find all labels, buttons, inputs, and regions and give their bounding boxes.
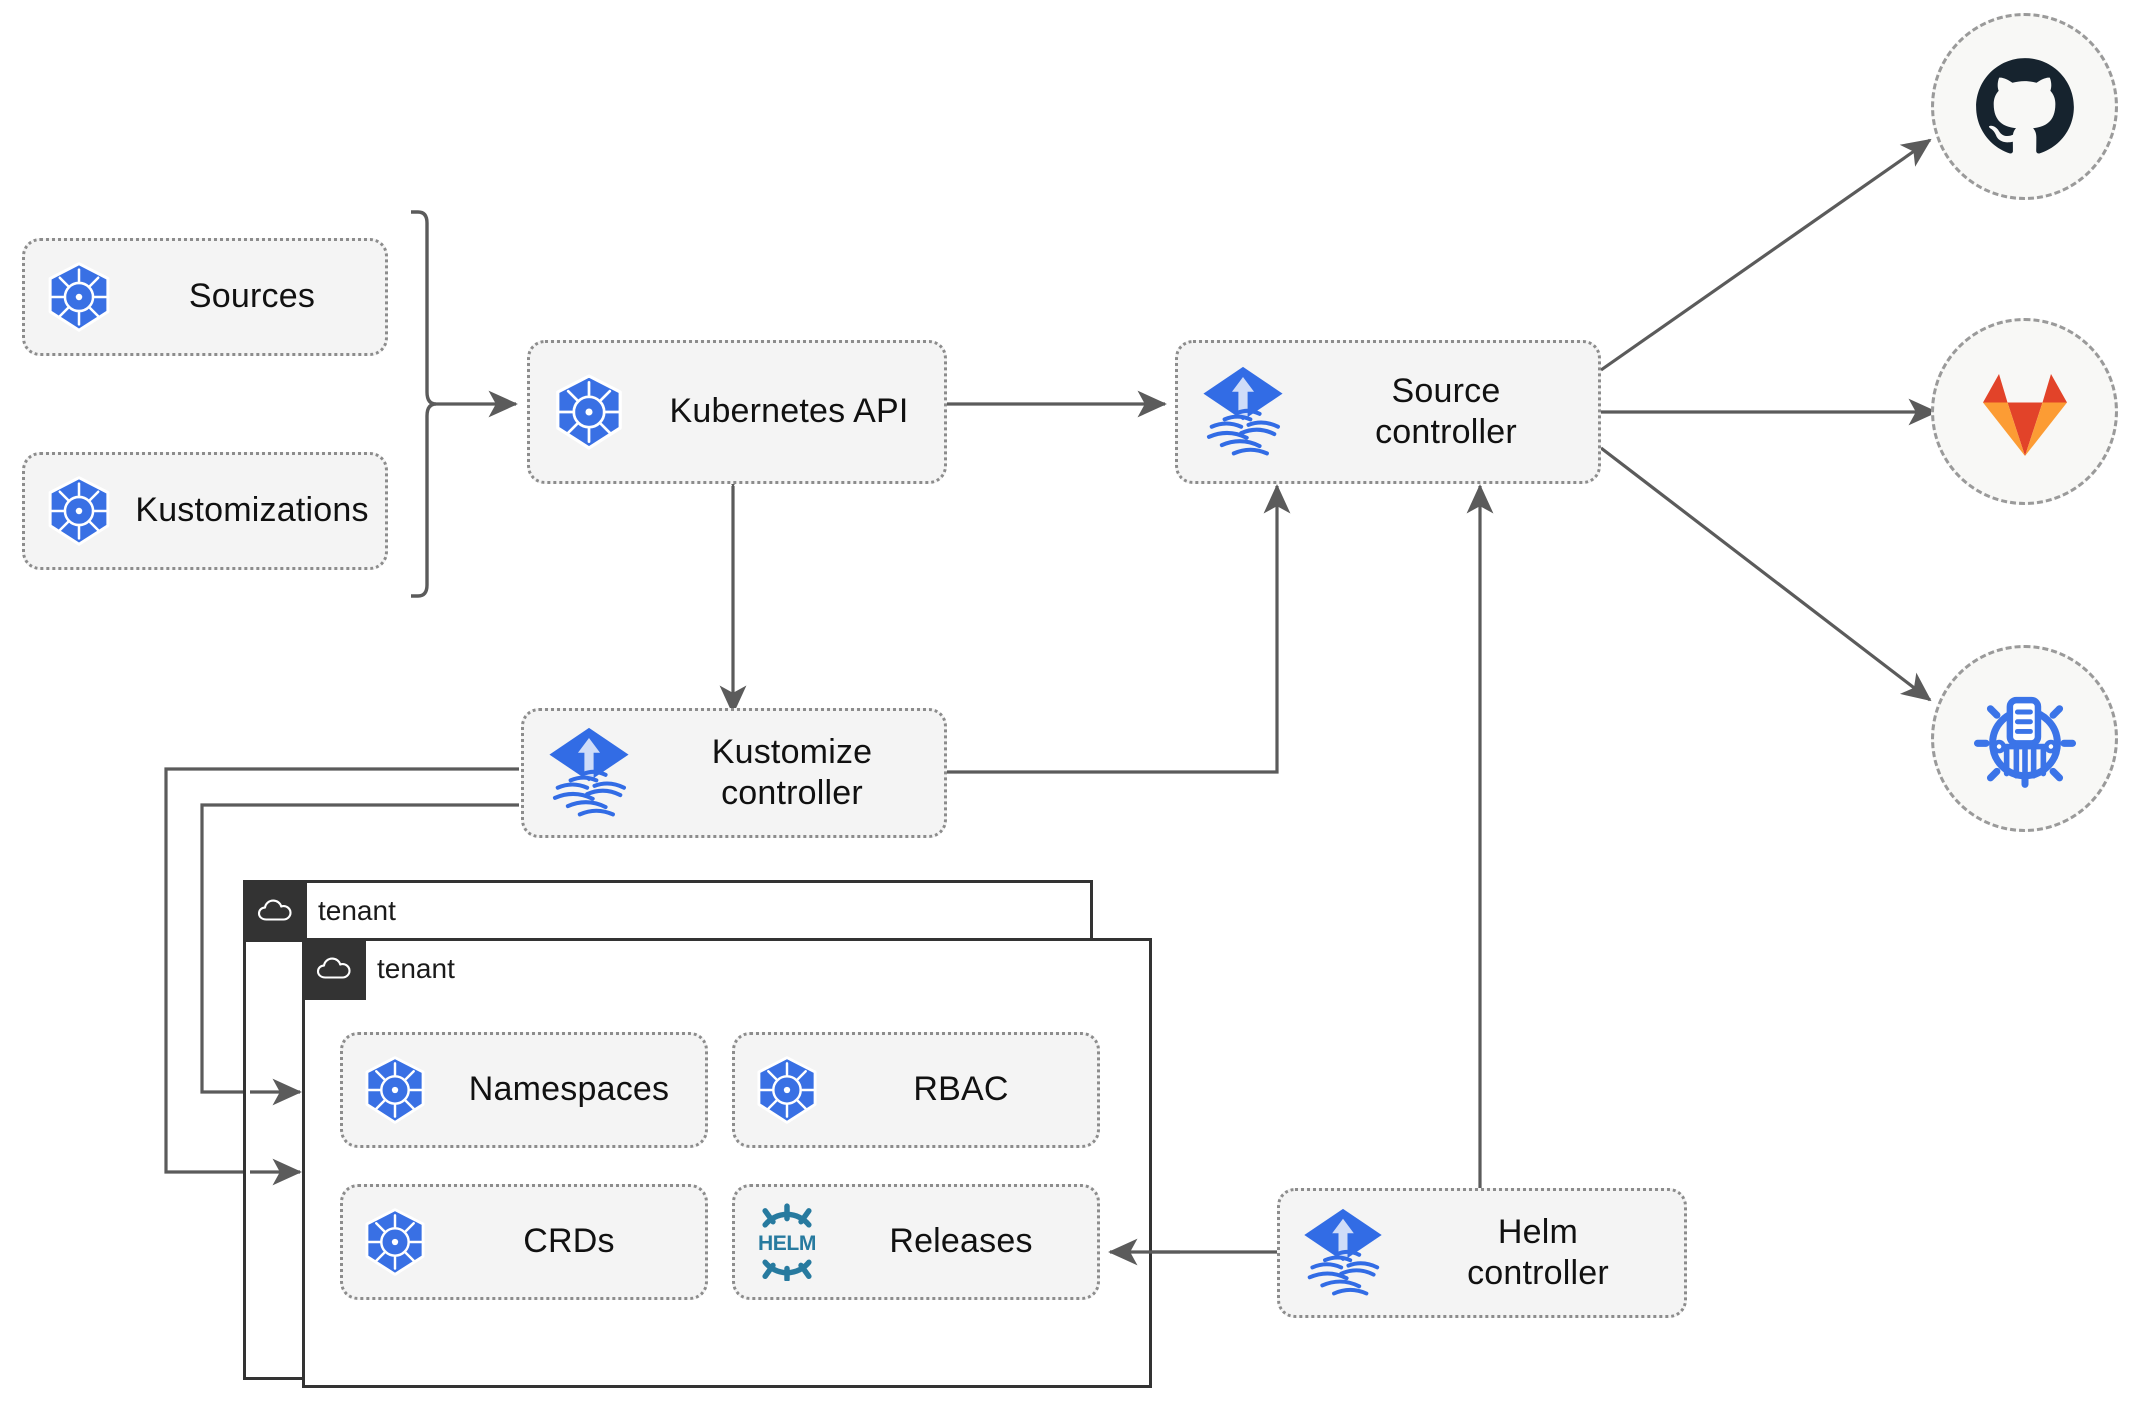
- tenant-titlebar-2: [302, 938, 366, 1000]
- gitlab-icon: [1982, 373, 2067, 456]
- edge-sources-bracket: [411, 210, 437, 598]
- node-helm-controller[interactable]: Helm controller: [1277, 1188, 1687, 1318]
- provider-helm-repository[interactable]: [1931, 645, 2118, 832]
- provider-github[interactable]: [1931, 13, 2118, 200]
- kubernetes-icon: [25, 474, 133, 548]
- tenant-name-1: tenant: [318, 895, 396, 926]
- flux-icon: [524, 725, 654, 821]
- node-kubernetes-api[interactable]: Kubernetes API: [527, 340, 947, 484]
- node-namespaces[interactable]: Namespaces: [340, 1032, 708, 1148]
- kubernetes-icon: [530, 372, 648, 452]
- node-kustomizations[interactable]: Kustomizations: [22, 452, 388, 570]
- node-rbac[interactable]: RBAC: [732, 1032, 1100, 1148]
- node-rbac-label: RBAC: [913, 1070, 1009, 1109]
- node-releases[interactable]: HELM Releases: [732, 1184, 1100, 1300]
- cloud-icon: [316, 957, 351, 979]
- node-source-controller-label: Source controller: [1375, 371, 1517, 451]
- edge-kustomize-to-source: [947, 484, 1291, 774]
- tenant-titlebar-1: [243, 880, 307, 942]
- edge-kustomize-to-tenant-2: [164, 767, 519, 1186]
- kubernetes-icon: [25, 260, 133, 334]
- node-releases-label: Releases: [889, 1222, 1033, 1261]
- flux-icon: [1178, 364, 1308, 460]
- node-source-controller[interactable]: Source controller: [1175, 340, 1601, 484]
- tenant-window-2[interactable]: tenant: [302, 938, 1152, 1388]
- kubernetes-icon: [343, 1206, 447, 1278]
- node-crds-label: CRDs: [523, 1222, 615, 1261]
- github-icon: [1975, 57, 2074, 153]
- provider-gitlab[interactable]: [1931, 318, 2118, 505]
- kubernetes-icon: [735, 1054, 839, 1126]
- node-helm-controller-label: Helm controller: [1467, 1212, 1609, 1292]
- helm-icon: HELM: [735, 1203, 839, 1281]
- svg-text:HELM: HELM: [758, 1232, 816, 1255]
- node-sources[interactable]: Sources: [22, 238, 388, 356]
- node-kustomizations-label: Kustomizations: [135, 491, 369, 530]
- flux-icon: [1280, 1206, 1406, 1300]
- tenant-name-2: tenant: [377, 953, 455, 984]
- helm-repository-icon: [1973, 696, 2076, 788]
- edge-source-to-github: [1600, 138, 1932, 372]
- node-kustomize-controller-label: Kustomize controller: [711, 732, 873, 812]
- node-kustomize-controller[interactable]: Kustomize controller: [521, 708, 947, 838]
- node-crds[interactable]: CRDs: [340, 1184, 708, 1300]
- node-kubernetes-api-label: Kubernetes API: [669, 392, 909, 431]
- node-namespaces-label: Namespaces: [468, 1070, 670, 1109]
- kubernetes-icon: [343, 1054, 447, 1126]
- edge-source-to-helmrepo: [1600, 446, 1932, 702]
- cloud-icon: [257, 899, 292, 921]
- node-sources-label: Sources: [188, 277, 316, 316]
